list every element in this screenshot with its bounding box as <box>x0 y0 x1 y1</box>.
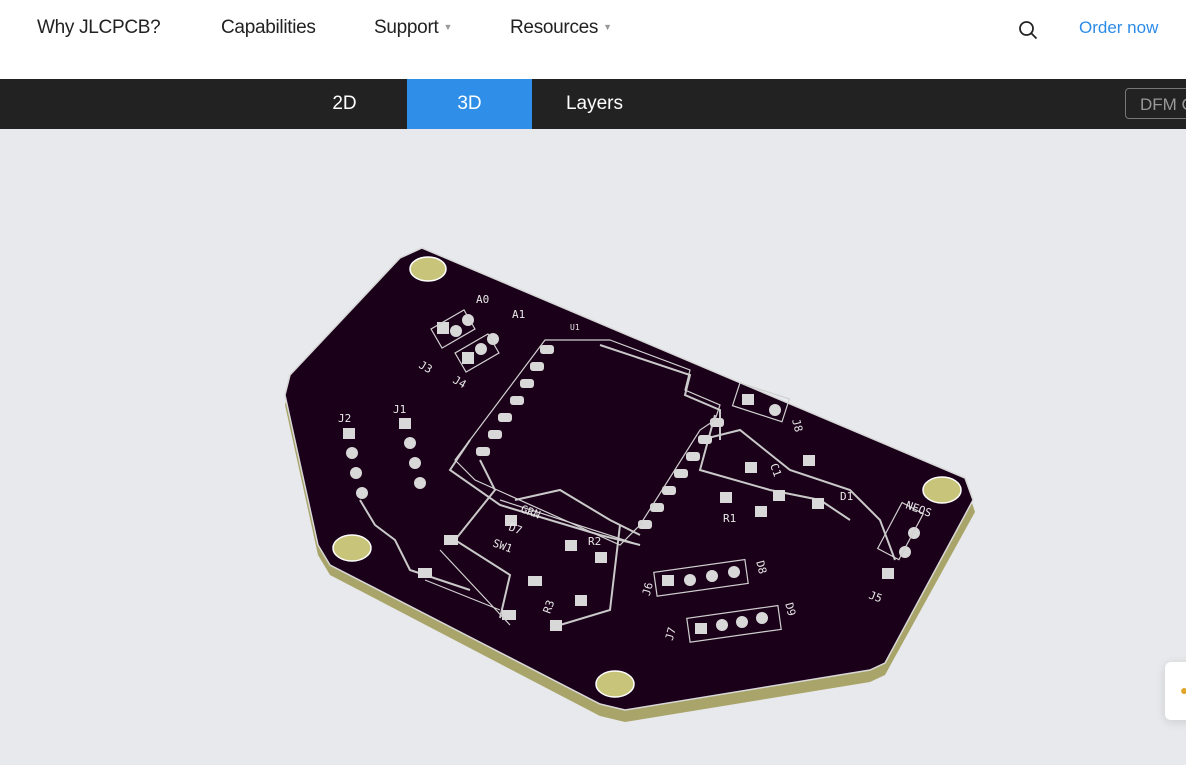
silkscreen-outlines <box>424 309 925 643</box>
label-j4: J4 <box>451 373 469 391</box>
label-a1: A1 <box>512 308 525 321</box>
nav-resources-label: Resources <box>510 17 599 38</box>
nav-capabilities[interactable]: Capabilities <box>221 17 316 38</box>
label-d1: D1 <box>840 490 853 503</box>
tab-2d[interactable]: 2D <box>332 93 357 114</box>
pcb-3d-viewer[interactable]: A0 A1 J3 J4 U1 J1 J2 J8 C1 D1 R1 R2 R3 S… <box>0 129 1186 760</box>
viewer-toolbar: 2D 3D Layers DFM C <box>0 79 1186 129</box>
label-r2: R2 <box>588 535 601 548</box>
order-now-link[interactable]: Order now <box>1079 18 1159 37</box>
board-top <box>284 247 974 711</box>
top-navbar: Why JLCPCB? Capabilities Support ▼ Resour… <box>0 0 1186 79</box>
label-j8: J8 <box>789 417 805 433</box>
label-d9: D9 <box>782 601 798 617</box>
label-d8: D8 <box>753 559 769 575</box>
search-icon[interactable] <box>1018 20 1038 40</box>
label-a0: A0 <box>476 293 489 306</box>
dfm-button[interactable]: DFM C <box>1125 88 1186 119</box>
nav-support[interactable]: Support ▼ <box>374 17 452 39</box>
silkscreen-labels: A0 A1 J3 J4 U1 J1 J2 J8 C1 D1 R1 R2 R3 S… <box>338 293 933 642</box>
nav-support-label: Support <box>374 17 439 38</box>
pads <box>343 314 920 634</box>
label-grn: GRN <box>519 503 542 522</box>
label-sw1: SW1 <box>491 537 514 556</box>
nav-why-jlcpcb[interactable]: Why JLCPCB? <box>37 17 161 38</box>
mounting-holes <box>332 256 962 698</box>
label-j2: J2 <box>338 412 351 425</box>
tab-layers[interactable]: Layers <box>565 93 624 114</box>
tab-3d[interactable]: 3D <box>407 79 532 129</box>
label-j1: J1 <box>393 403 406 416</box>
label-u1: U1 <box>570 323 580 332</box>
label-j3: J3 <box>417 358 435 376</box>
pcb-board-3d[interactable]: A0 A1 J3 J4 U1 J1 J2 J8 C1 D1 R1 R2 R3 S… <box>0 129 1186 760</box>
label-r1: R1 <box>723 512 736 525</box>
u1-pins <box>476 345 724 529</box>
floating-helper-button[interactable]: ● <box>1165 662 1186 720</box>
label-j6: J6 <box>640 581 656 597</box>
label-j7: J7 <box>663 626 679 642</box>
nav-resources[interactable]: Resources ▼ <box>510 17 612 39</box>
label-d7: D7 <box>507 521 524 538</box>
chevron-down-icon: ▼ <box>443 22 453 32</box>
label-c1: C1 <box>767 462 784 479</box>
helper-icon: ● <box>1180 682 1186 698</box>
label-j5: J5 <box>867 589 884 606</box>
label-r3: R3 <box>541 598 558 615</box>
chevron-down-icon: ▼ <box>603 22 612 32</box>
